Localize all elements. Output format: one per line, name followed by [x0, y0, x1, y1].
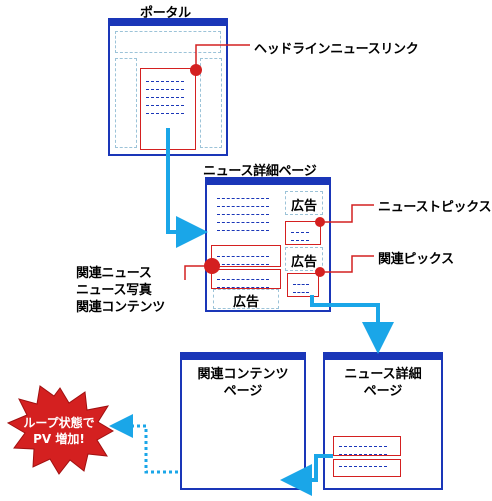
- ad-slot-bottom: [213, 289, 279, 309]
- arrow-contents-to-loop: [109, 414, 178, 474]
- related-picks-label: 関連ピックス: [378, 252, 454, 267]
- related-news-label: 関連ニュース: [76, 266, 152, 281]
- related-contents-box-small: [333, 459, 401, 477]
- news-topics-label: ニューストピックス: [378, 200, 492, 215]
- news-detail-page-title-1: ニュース詳細: [344, 367, 422, 382]
- portal-right-column: [200, 58, 222, 148]
- related-news-box-small: [333, 436, 401, 456]
- news-photo-lines: [217, 272, 269, 288]
- callout-dot-related-picks: [315, 267, 325, 277]
- callout-lines: [184, 44, 374, 280]
- loop-burst-shape: [6, 385, 114, 475]
- arrow-detail-to-contents: [280, 454, 333, 496]
- callout-dot-related: [204, 258, 220, 274]
- arrow-portal-to-detail: [166, 128, 208, 248]
- ad-label-top: 広告: [290, 199, 317, 214]
- ad-label-middle: 広告: [290, 255, 317, 270]
- callout-dot-headline: [190, 64, 202, 76]
- portal-label: ポータル: [140, 6, 191, 21]
- portal-left-column: [115, 58, 137, 148]
- related-picks-lines: [293, 277, 309, 293]
- page-header-bar: [182, 354, 304, 360]
- related-contents-lines-small: [339, 459, 387, 467]
- news-detail-page-small: ニュース詳細 ページ: [323, 352, 443, 490]
- loop-burst-text-2: PV 増加!: [33, 432, 85, 446]
- loop-burst-text-1: ループ状態で: [23, 416, 95, 430]
- ad-slot-top: [285, 191, 323, 215]
- ad-slot-middle: [285, 247, 323, 271]
- ad-label-bottom: 広告: [232, 295, 259, 310]
- page-header-bar: [325, 354, 441, 360]
- news-topics-lines: [291, 225, 309, 241]
- callout-dot-news-topics: [315, 217, 325, 227]
- headline-news-link-label: ヘッドラインニュースリンク: [254, 42, 419, 57]
- related-contents-page-title-1: 関連コンテンツ: [197, 367, 289, 382]
- arrow-picks-to-detail: [310, 295, 394, 354]
- page-header-bar: [110, 20, 226, 26]
- headline-news-lines: [146, 74, 184, 114]
- related-news-lines: [217, 249, 269, 265]
- news-detail-page: 広告 広告 広告: [205, 177, 331, 312]
- page-header-bar: [207, 179, 329, 185]
- news-detail-page-label: ニュース詳細ページ: [203, 164, 317, 179]
- news-photo-box: [211, 269, 281, 289]
- portal-header-section: [115, 31, 221, 53]
- related-news-box: [211, 245, 281, 267]
- related-news-lines-small: [339, 439, 387, 455]
- news-topics-box: [285, 221, 321, 245]
- related-contents-label: 関連コンテンツ: [76, 300, 165, 315]
- news-body-lines: [217, 191, 269, 231]
- related-contents-page-title-2: ページ: [223, 384, 263, 399]
- news-photo-label: ニュース写真: [76, 283, 152, 298]
- related-picks-box: [287, 273, 319, 297]
- news-detail-page-title-2: ページ: [363, 384, 403, 399]
